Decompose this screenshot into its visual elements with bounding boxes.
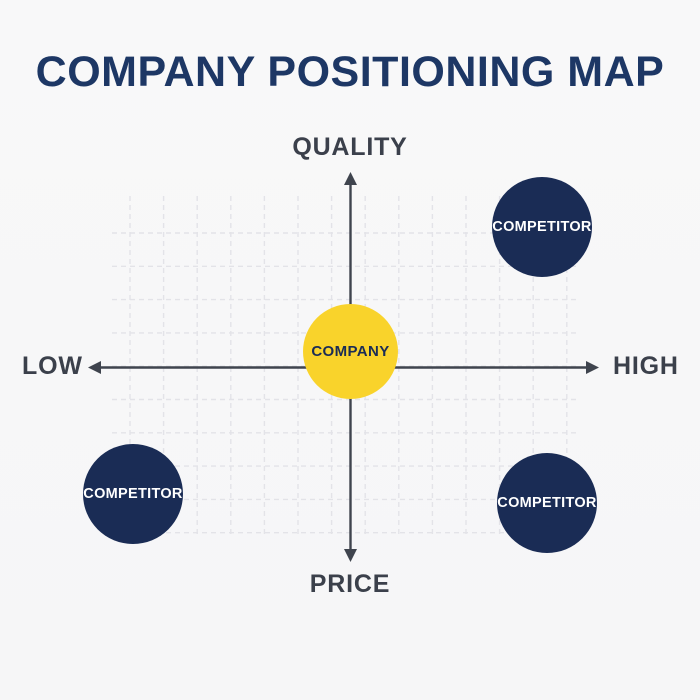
competitor-circle-bottom-left: COMPETITOR — [83, 444, 183, 544]
competitor-circle-label: COMPETITOR — [492, 219, 592, 235]
competitor-circle-label: COMPETITOR — [497, 495, 597, 511]
competitor-circle-top-right: COMPETITOR — [492, 177, 592, 277]
page-title: COMPANY POSITIONING MAP — [35, 48, 665, 96]
axis-label-quality: QUALITY — [292, 133, 408, 161]
arrow-left-icon — [88, 361, 101, 374]
axis-label-price: PRICE — [309, 570, 391, 598]
company-circle-label: COMPANY — [311, 343, 390, 360]
competitor-circle-label: COMPETITOR — [83, 486, 183, 502]
arrow-up-icon — [344, 172, 357, 185]
competitor-circle-bottom-right: COMPETITOR — [497, 453, 597, 553]
company-circle: COMPANY — [303, 304, 398, 399]
axis-label-high: HIGH — [613, 352, 679, 380]
arrow-right-icon — [586, 361, 599, 374]
axis-label-low: LOW — [22, 352, 83, 380]
arrow-down-icon — [344, 549, 357, 562]
